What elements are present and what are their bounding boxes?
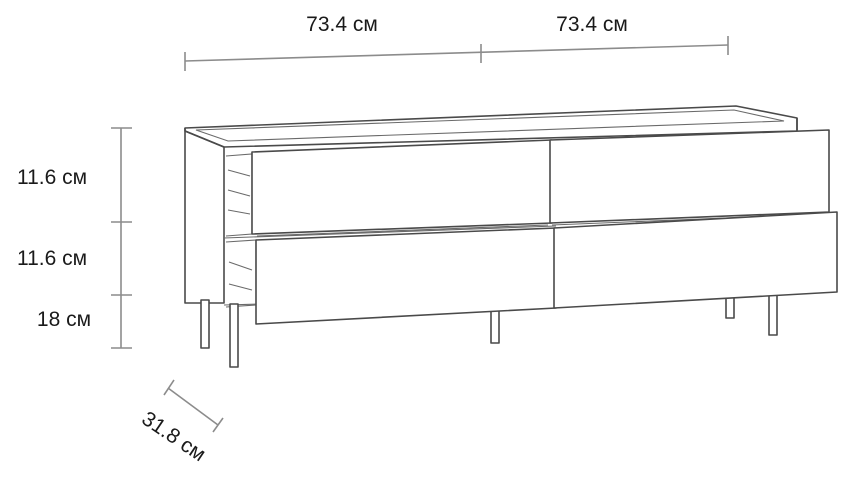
drawer-top-right [549, 129, 830, 226]
height-legs-label: 18 см [37, 308, 91, 331]
width-left-label: 73.4 см [306, 13, 378, 36]
drawer-bottom-right [553, 211, 838, 309]
height-dimension-line [111, 127, 132, 349]
height-bottom-drawer-label: 11.6 см [17, 247, 87, 270]
width-right-label: 73.4 см [556, 13, 628, 36]
drawer-top-left [251, 139, 553, 237]
depth-label: 31.8 см [138, 407, 210, 466]
cabinet-legs [200, 292, 778, 368]
height-top-drawer-label: 11.6 см [17, 166, 87, 189]
depth-dimension-line [163, 379, 224, 433]
width-dimension-line [184, 36, 729, 71]
drawer-bottom-left [255, 227, 557, 325]
